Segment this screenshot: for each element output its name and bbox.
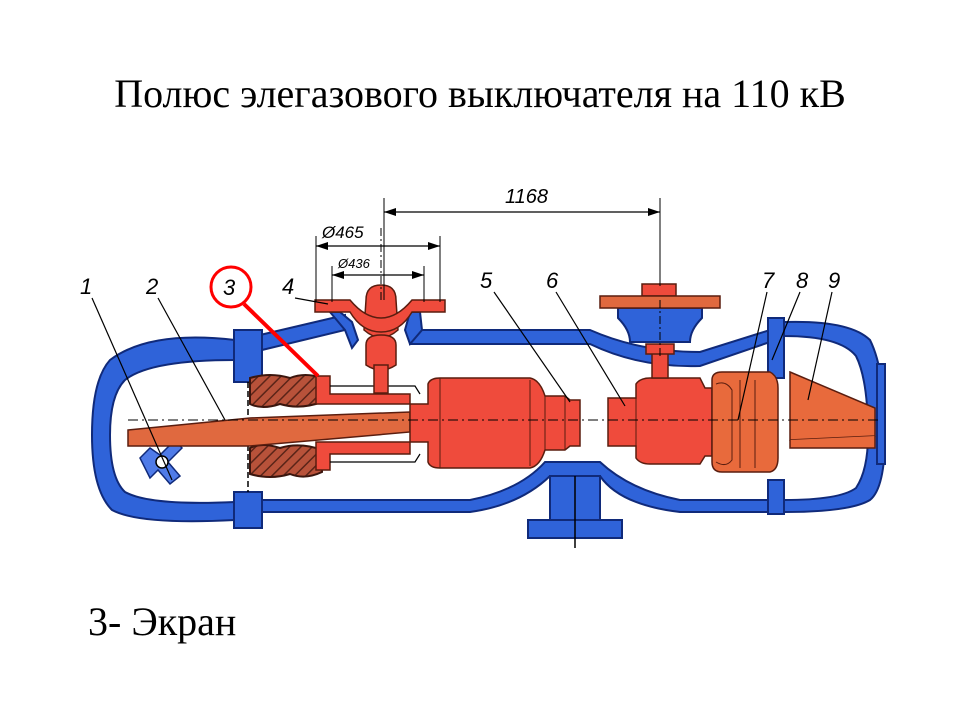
label-part-4: 4 [282, 274, 294, 299]
leader-lines [91, 291, 833, 481]
left-flange [233, 329, 263, 383]
highlight-circle [209, 265, 253, 309]
fixed-contact-part-6 [607, 377, 713, 465]
dimension-d436: Ø436 [337, 256, 371, 271]
right-dome [783, 320, 887, 514]
dimension-1168: 1168 [505, 186, 548, 208]
pull-rod [127, 411, 411, 447]
insulator-part-7 [711, 371, 779, 473]
left-dome [90, 336, 236, 523]
cone-part-9 [789, 370, 876, 441]
label-part-7: 7 [762, 268, 775, 293]
caption: 3- Экран [88, 599, 237, 644]
tank-body [90, 307, 887, 548]
label-part-5: 5 [480, 268, 493, 293]
label-part-2: 2 [145, 274, 158, 299]
label-part-9: 9 [828, 268, 840, 293]
dimension-d465: Ø465 [321, 223, 364, 242]
right-flange [767, 317, 785, 379]
label-part-6: 6 [546, 268, 559, 293]
top-nozzle-right [617, 307, 703, 343]
dimension-lines [315, 198, 661, 356]
highlight-pointer [242, 302, 320, 378]
screen-part-3 [315, 375, 411, 405]
insulator-lower [249, 444, 323, 478]
insulator-upper [249, 374, 323, 408]
label-part-8: 8 [796, 268, 809, 293]
moving-contact-part-5 [409, 377, 581, 469]
label-part-1: 1 [80, 274, 92, 299]
cover-flange-part-4 [314, 299, 446, 333]
bottom-shell [261, 461, 771, 513]
label-part-3: 3 [223, 275, 236, 300]
slide-title: Полюс элегазового выключателя на 110 кВ [114, 71, 846, 116]
